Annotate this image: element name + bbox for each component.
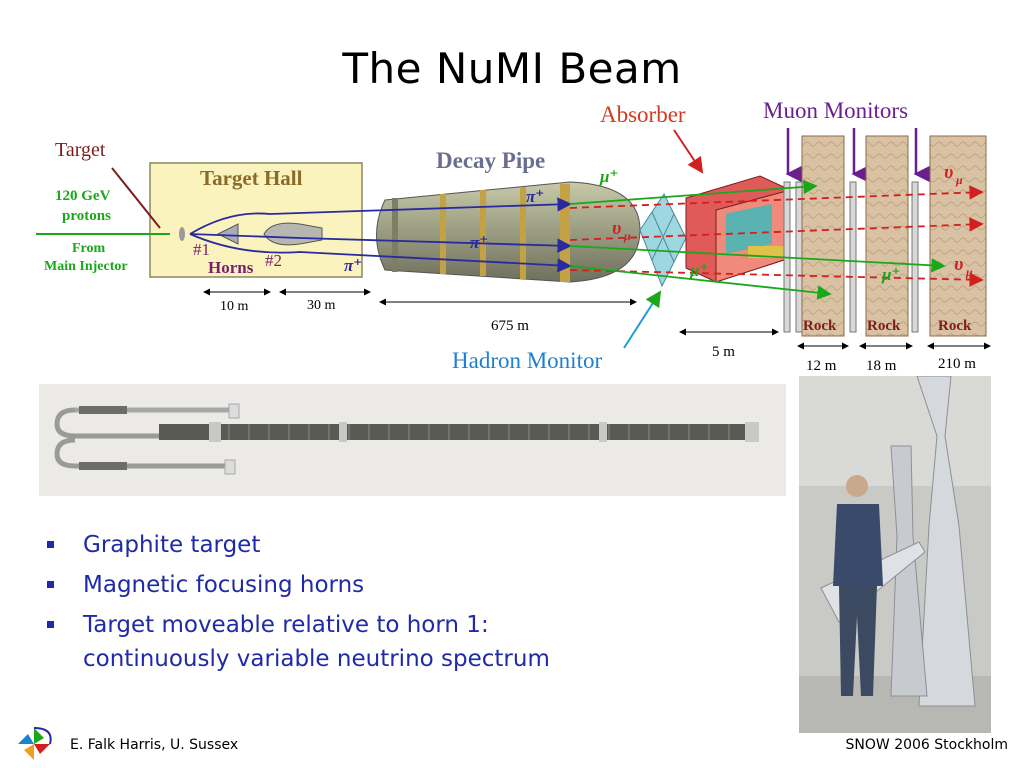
neutrino-track-3 [569,269,984,287]
svg-text:υ: υ [954,254,963,275]
muon-upper-label: μ⁺ [599,167,618,186]
rock-block-3 [929,135,987,337]
muon-track-2 [569,245,946,273]
pion-track-middle [189,233,572,253]
protons-label-2: protons [62,208,111,224]
muon-lower-label-1: μ⁺ [689,261,708,280]
bullet-marker [47,541,54,548]
from-label-2: Main Injector [44,259,128,274]
bullet-list: Graphite target Magnetic focusing horns … [44,528,764,682]
svg-text:μ: μ [965,265,973,279]
dim-10m: 10 m [220,299,249,314]
svg-text:υ: υ [612,218,621,239]
neutrino-label-right: υ μ [954,254,973,279]
target-hall-label: Target Hall [200,166,303,190]
neutrino-track-2 [569,217,984,241]
muon-lower-label-2: μ⁺ [881,265,900,284]
rock-label-2: Rock [867,318,901,334]
muon-track-1 [569,179,818,205]
bullet-marker [47,621,54,628]
rock-label-3: Rock [938,318,972,334]
bullet-magnetic-horns: Magnetic focusing horns [44,568,764,602]
decay-pipe-label: Decay Pipe [436,148,545,173]
neutrino-label-top: υ μ [944,162,963,187]
dim-18m: 18 m [866,358,897,374]
from-label-1: From [72,241,106,256]
horns-label: Horns [208,258,254,277]
horn-2 [263,222,323,246]
footer-author: E. Falk Harris, U. Sussex [70,737,239,753]
svg-text:μ: μ [623,229,631,243]
pion-middle-label: π⁺ [470,233,488,252]
protons-label-1: 120 GeV [55,188,111,204]
rock-block-1 [801,135,845,337]
dim-12m: 12 m [806,358,837,374]
bullet-marker [47,581,54,588]
horn-1 [216,223,239,245]
pion-upper-label: π⁺ [526,187,544,206]
rock-label-1: Rock [803,318,837,334]
bullet-graphite-target: Graphite target [44,528,764,562]
horn-2-label: #2 [265,251,282,270]
dim-30m: 30 m [307,298,336,313]
dim-675m: 675 m [491,318,529,334]
horn-1-label: #1 [193,240,210,259]
neutrino-track-1 [569,185,984,209]
bullet-target-moveable: Target moveable relative to horn 1:conti… [44,608,764,676]
dim-210m: 210 m [938,356,976,372]
pion-lower-label: π⁺ [344,256,362,275]
decay-pipe [376,181,641,283]
svg-text:μ: μ [955,173,963,187]
muon-monitors-label: Muon Monitors [763,98,908,123]
hadron-monitor-label: Hadron Monitor [452,348,602,373]
rock-block-2 [865,135,909,337]
pion-track-lower [189,233,572,273]
absorber-label: Absorber [600,102,686,127]
target-hall-box [149,162,363,278]
pion-track-upper [189,197,572,235]
slide-title: The NuMI Beam [342,44,682,93]
conference-logo-icon [18,727,52,760]
muon-track-3 [569,265,832,300]
dim-5m: 5 m [712,344,735,360]
neutrino-label-mid: υ μ [612,218,631,243]
footer-conference: SNOW 2006 Stockholm [845,737,1008,753]
graphite-target-photo [39,384,786,496]
numi-beamline-diagram: Target Hall Target 120 GeV protons From … [36,98,991,374]
absorber-block [685,175,791,283]
target-label: Target [55,139,106,161]
svg-text:υ: υ [944,162,953,183]
horn-photo [799,376,991,733]
